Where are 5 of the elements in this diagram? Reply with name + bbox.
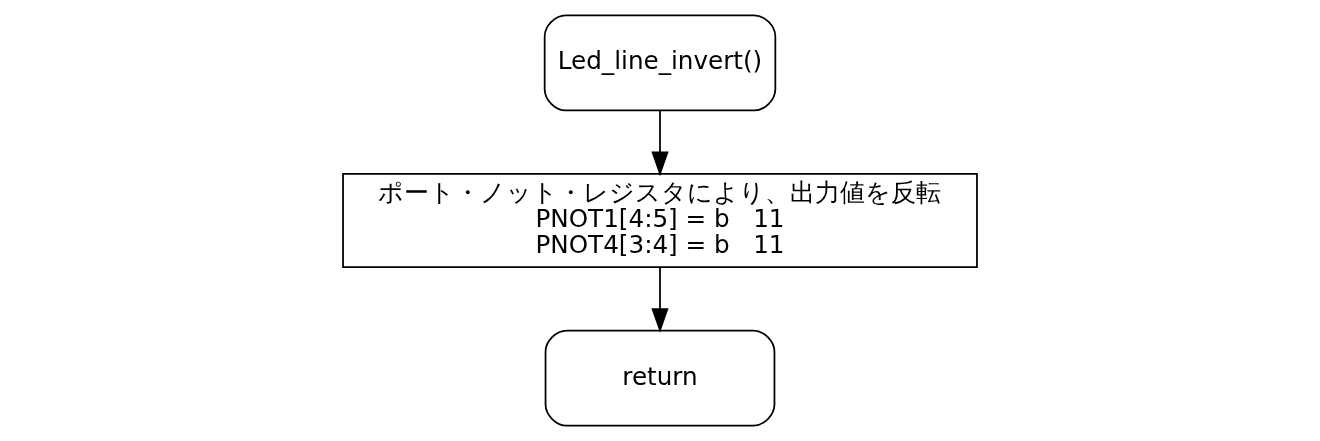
arrow [651,110,669,177]
node-box: return [544,329,776,427]
arrow [651,266,669,333]
node-box: ポート・ノット・レジスタにより、出力値を反転 PNOT1[4:5] = b 11 PNOT4[3:4] = b 11 [342,172,978,269]
node-box: Led_line_invert() [543,14,777,112]
